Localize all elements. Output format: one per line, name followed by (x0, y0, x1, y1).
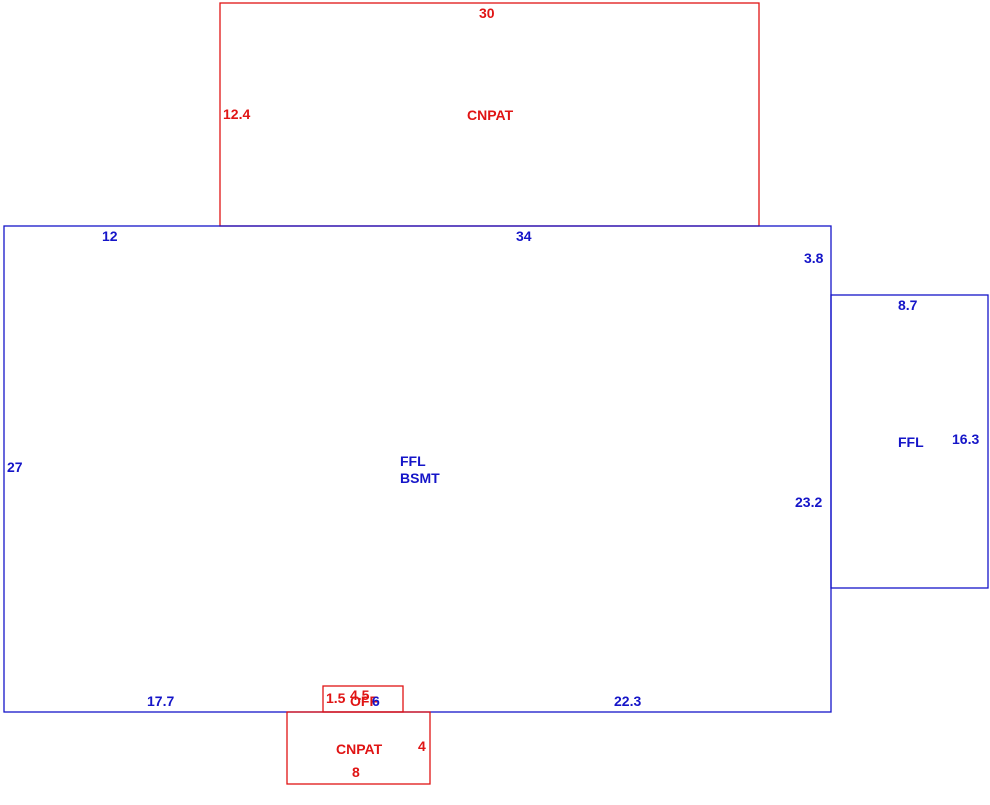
main-dim-right-lower: 23.2 (795, 494, 822, 510)
side-wing-area: 8.7 16.3 FFL (830, 294, 989, 589)
side-wing-label: FFL (898, 434, 924, 450)
main-dim-right-upper: 3.8 (804, 250, 824, 266)
main-area-outline (3, 225, 832, 713)
top-patio-dim-left: 12.4 (223, 106, 250, 122)
top-patio-dim-top: 30 (479, 5, 495, 21)
main-label-line2: BSMT (400, 470, 440, 486)
main-dim-bottom-left: 17.7 (147, 693, 174, 709)
small-unit-label: OFF (350, 693, 378, 709)
main-dim-top: 34 (516, 228, 532, 244)
small-unit-outline (322, 685, 404, 713)
side-wing-dim-top: 8.7 (898, 297, 918, 313)
main-dim-top-left: 12 (102, 228, 118, 244)
top-patio-label: CNPAT (467, 107, 514, 123)
side-wing-outline (830, 294, 989, 589)
main-dim-left: 27 (7, 459, 23, 475)
bottom-patio-dim-bottom: 8 (352, 764, 360, 780)
main-label-line1: FFL (400, 453, 426, 469)
side-wing-dim-right: 16.3 (952, 431, 979, 447)
bottom-patio-dim-right: 4 (418, 738, 426, 754)
small-unit-area: OFF 1.5 4.5 6 (322, 685, 404, 713)
bottom-patio-area: CNPAT 4 8 (286, 711, 431, 785)
main-dim-bottom-right: 22.3 (614, 693, 641, 709)
small-unit-dim-top: 4.5 (350, 687, 370, 703)
bottom-patio-label: CNPAT (336, 741, 383, 757)
main-area: 12 34 3.8 23.2 27 17.7 22.3 FFL BSMT (3, 225, 832, 713)
small-unit-dim-left: 1.5 (326, 690, 346, 706)
top-patio-area: 30 12.4 CNPAT (219, 2, 760, 227)
small-unit-dim-right: 6 (372, 693, 380, 709)
